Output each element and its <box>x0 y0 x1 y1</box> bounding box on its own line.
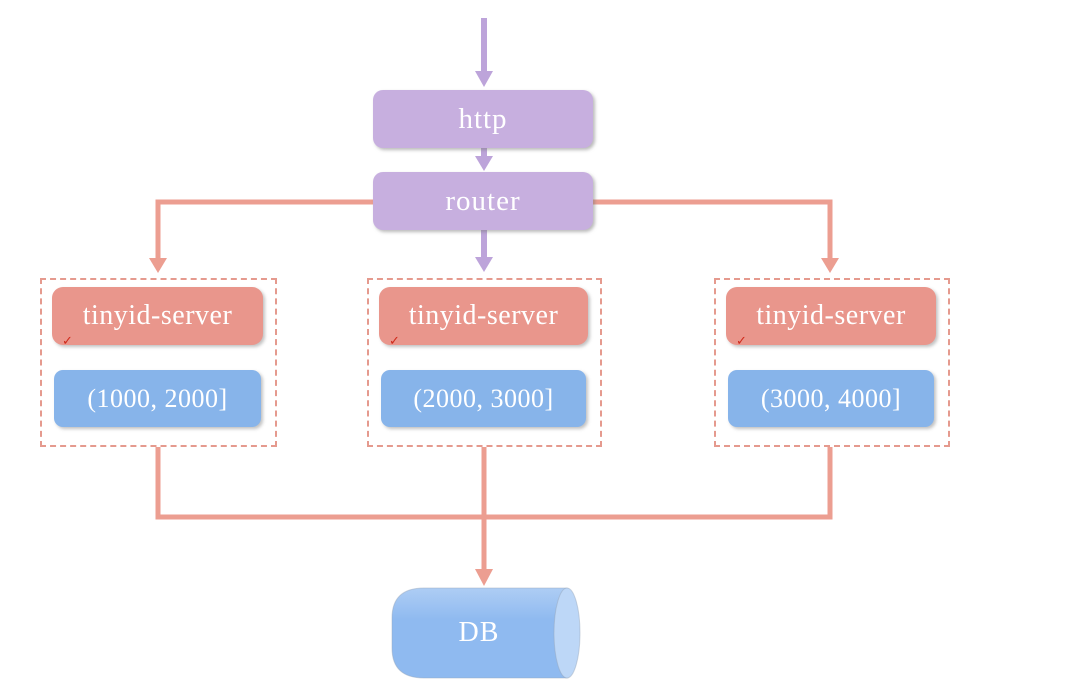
spellcheck-icon: ✓ <box>389 334 401 349</box>
server-group-3: tinyid-server ✓ (3000, 4000] <box>714 278 950 447</box>
router-node-label: router <box>445 184 521 217</box>
server-group-2: tinyid-server ✓ (2000, 3000] <box>367 278 602 447</box>
id-range-node-1: (1000, 2000] <box>54 370 261 427</box>
tinyid-server-label-2: tinyid-server <box>408 300 559 331</box>
id-range-node-3: (3000, 4000] <box>728 370 934 427</box>
tinyid-server-label-1: tinyid-server <box>82 300 233 331</box>
db-node-label: DB <box>392 588 566 678</box>
spellcheck-icon: ✓ <box>736 334 748 349</box>
id-range-label-2: (2000, 3000] <box>413 383 554 413</box>
incoming-arrow-head <box>475 71 493 87</box>
db-cylinder-cap <box>553 587 581 679</box>
db-label-text: DB <box>458 617 500 648</box>
router-node: router <box>373 172 593 230</box>
spellcheck-icon: ✓ <box>62 334 74 349</box>
tinyid-server-node-1: tinyid-server ✓ <box>52 287 263 349</box>
branch-right-arrow-head <box>821 258 839 273</box>
tinyid-server-label-3: tinyid-server <box>756 300 906 331</box>
id-range-label-1: (1000, 2000] <box>87 383 228 413</box>
id-range-node-2: (2000, 3000] <box>381 370 586 427</box>
db-arrow-head <box>475 569 493 586</box>
tinyid-server-node-2: tinyid-server ✓ <box>379 287 588 349</box>
server-group-1: tinyid-server ✓ (1000, 2000] <box>40 278 277 447</box>
http-node: http <box>373 90 593 148</box>
collector-line <box>155 447 833 520</box>
http-router-arrow-head <box>475 156 493 171</box>
branch-left-arrow-head <box>149 258 167 273</box>
router-middle-arrow-head <box>475 257 493 272</box>
http-node-label: http <box>458 102 508 135</box>
tinyid-server-node-3: tinyid-server ✓ <box>726 287 936 349</box>
id-range-label-3: (3000, 4000] <box>760 383 902 413</box>
